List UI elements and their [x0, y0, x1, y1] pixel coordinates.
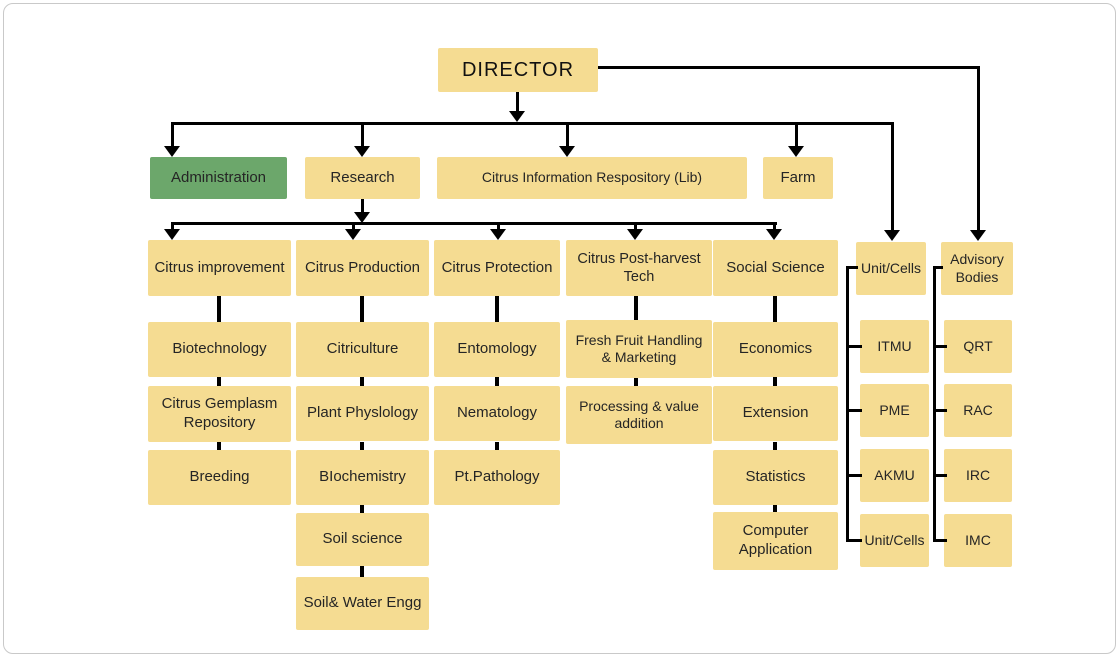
connector-col3-c [495, 442, 499, 450]
arrow-down-icon [164, 146, 180, 157]
connector-research-rail [171, 222, 777, 225]
org-box-biochemistry: BIochemistry [296, 450, 429, 505]
org-box-economics: Economics [713, 322, 838, 377]
org-box-nematology: Nematology [434, 386, 560, 441]
connector-drop-post-harvest [634, 224, 637, 231]
connector-advisory-stub-head [933, 266, 943, 269]
connector-drop-farm [795, 124, 798, 147]
org-box-unit-cells-2: Unit/Cells [860, 514, 929, 567]
arrow-down-icon [559, 146, 575, 157]
connector-drop-unit-cells [891, 122, 894, 230]
connector-drop-citrus-info [566, 124, 569, 147]
connector-advisory-bracket [933, 266, 936, 542]
org-box-pt-pathology: Pt.Pathology [434, 450, 560, 505]
arrow-down-icon [509, 111, 525, 122]
connector-units-stub-unitcells [846, 539, 862, 542]
connector-col3-b [495, 377, 499, 386]
connector-col1-c [217, 442, 221, 450]
org-box-soil-science: Soil science [296, 513, 429, 566]
org-box-social-science: Social Science [713, 240, 838, 296]
org-box-extension: Extension [713, 386, 838, 441]
connector-drop-citrus-protection [497, 224, 500, 231]
org-box-director: DIRECTOR [438, 48, 598, 92]
connector-drop-citrus-improvement [171, 224, 174, 231]
arrow-down-icon [345, 229, 361, 240]
arrow-down-icon [788, 146, 804, 157]
connector-col4-b [634, 378, 638, 386]
org-box-computer-application: Computer Application [713, 512, 838, 570]
connector-col5-d [773, 505, 777, 512]
org-box-fresh-fruit-handling-marketing: Fresh Fruit Handling & Marketing [566, 320, 712, 378]
arrow-down-icon [354, 212, 370, 223]
org-box-advisory-bodies: Advisory Bodies [941, 242, 1013, 295]
org-box-rac: RAC [944, 384, 1012, 437]
connector-director-down [516, 92, 519, 112]
connector-col2-b [360, 377, 364, 386]
org-box-statistics: Statistics [713, 450, 838, 505]
org-box-soil-water-engg: Soil& Water Engg [296, 577, 429, 630]
connector-drop-research [361, 124, 364, 147]
connector-director-advisory-h [598, 66, 980, 69]
arrow-down-icon [766, 229, 782, 240]
connector-col3-a [495, 296, 499, 322]
connector-units-bracket [846, 266, 849, 542]
connector-drop-citrus-production [352, 224, 355, 231]
org-box-unit-cells: Unit/Cells [856, 242, 926, 295]
org-box-biotechnology: Biotechnology [148, 322, 291, 377]
org-box-irc: IRC [944, 449, 1012, 502]
connector-col2-c [360, 442, 364, 450]
org-box-citrus-information-repository: Citrus Information Respository (Lib) [437, 157, 747, 199]
org-box-akmu: AKMU [860, 449, 929, 502]
org-box-itmu: ITMU [860, 320, 929, 373]
org-box-citrus-production: Citrus Production [296, 240, 429, 296]
arrow-down-icon [884, 230, 900, 241]
org-box-citrus-improvement: Citrus improvement [148, 240, 291, 296]
connector-units-stub-itmu [846, 345, 862, 348]
connector-advisory-stub-imc [933, 539, 947, 542]
org-box-administration: Administration [150, 157, 287, 199]
org-box-citrus-protection: Citrus Protection [434, 240, 560, 296]
org-box-citrus-post-harvest-tech: Citrus Post-harvest Tech [566, 240, 712, 296]
org-box-entomology: Entomology [434, 322, 560, 377]
org-box-imc: IMC [944, 514, 1012, 567]
org-box-research: Research [305, 157, 420, 199]
connector-advisory-stub-irc [933, 474, 947, 477]
connector-col2-e [360, 566, 364, 577]
connector-director-advisory-v [977, 66, 980, 230]
org-box-pme: PME [860, 384, 929, 437]
connector-col4-a [634, 296, 638, 320]
connector-col1-a [217, 296, 221, 322]
org-box-processing-value-addition: Processing & value addition [566, 386, 712, 444]
org-box-qrt: QRT [944, 320, 1012, 373]
connector-research-down [361, 199, 364, 213]
arrow-down-icon [970, 230, 986, 241]
connector-col5-b [773, 377, 777, 386]
connector-col1-b [217, 377, 221, 386]
connector-col5-c [773, 442, 777, 450]
arrow-down-icon [354, 146, 370, 157]
connector-drop-social-science [773, 224, 776, 231]
connector-units-stub-pme [846, 409, 862, 412]
connector-col5-a [773, 296, 777, 322]
connector-units-stub-head [846, 266, 858, 269]
connector-col2-d [360, 505, 364, 513]
org-box-citriculture: Citriculture [296, 322, 429, 377]
org-box-breeding: Breeding [148, 450, 291, 505]
org-box-citrus-gemplasm-repository: Citrus Gemplasm Repository [148, 386, 291, 442]
arrow-down-icon [490, 229, 506, 240]
org-box-farm: Farm [763, 157, 833, 199]
arrow-down-icon [164, 229, 180, 240]
connector-col2-a [360, 296, 364, 322]
connector-drop-administration [171, 124, 174, 147]
connector-advisory-stub-rac [933, 409, 947, 412]
arrow-down-icon [627, 229, 643, 240]
org-box-plant-physlology: Plant Physlology [296, 386, 429, 441]
connector-units-stub-akmu [846, 474, 862, 477]
connector-advisory-stub-qrt [933, 345, 947, 348]
connector-level1-rail [171, 122, 894, 125]
